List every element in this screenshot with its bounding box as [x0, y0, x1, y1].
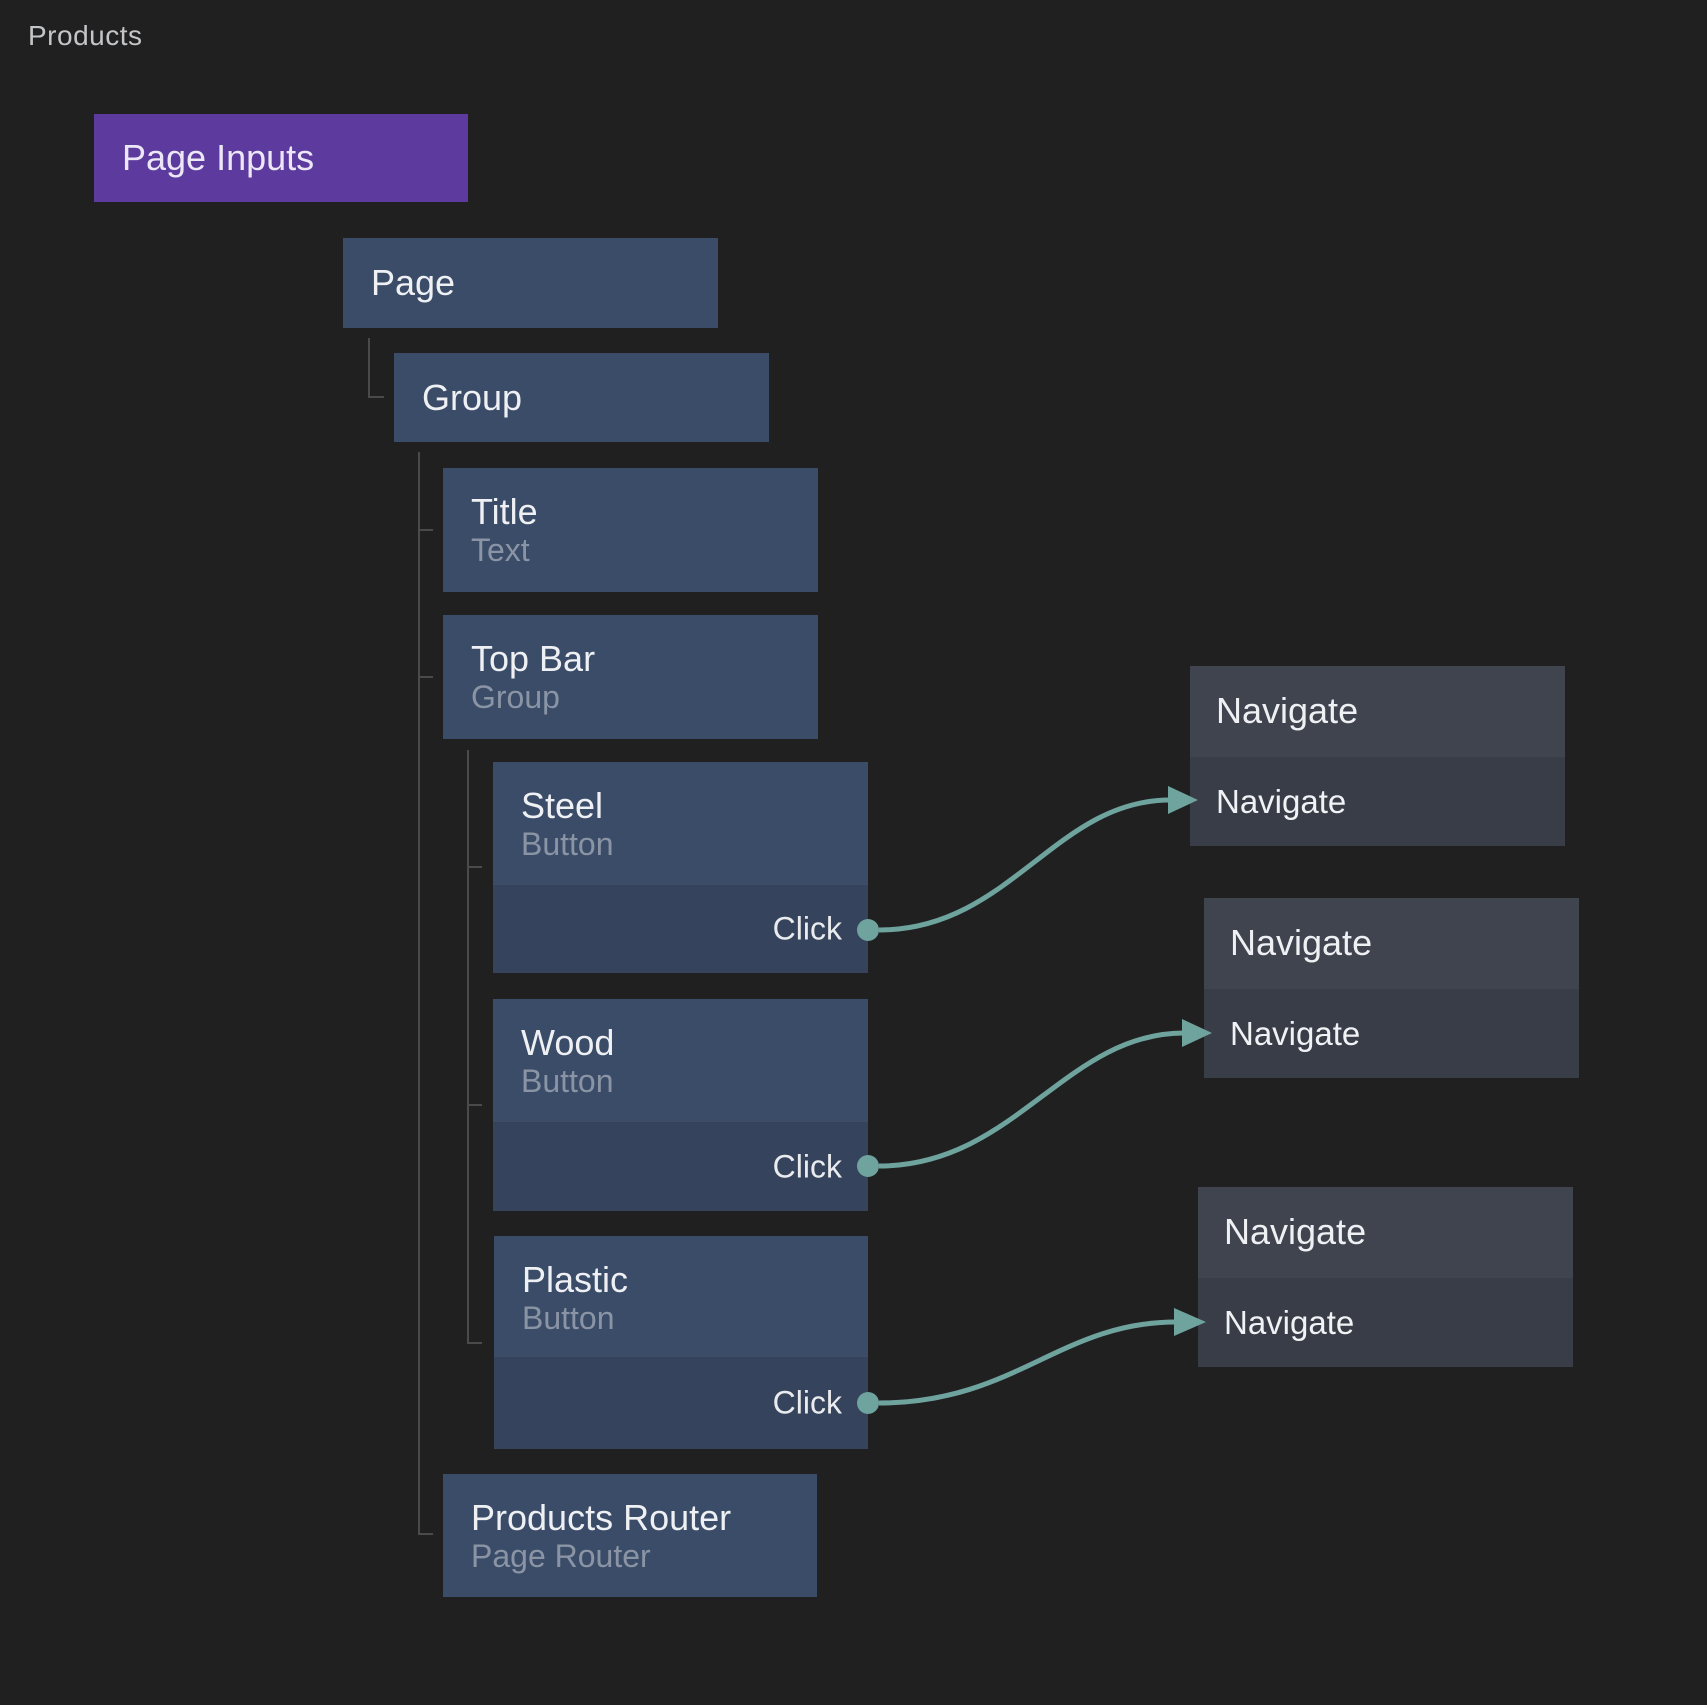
node-top-bar-type: Group	[471, 679, 560, 715]
node-steel-click-label: Click	[772, 910, 842, 947]
connection-curve-plastic-navigate	[878, 1319, 1177, 1406]
node-plastic-main: Plastic Button	[494, 1236, 868, 1356]
node-plastic[interactable]: Plastic Button Click	[494, 1236, 868, 1449]
node-wood-click-row[interactable]: Click	[493, 1121, 868, 1211]
node-products-router-label: Products Router	[471, 1497, 732, 1538]
node-top-bar[interactable]: Top Bar Group	[443, 615, 818, 739]
node-navigate-2-action[interactable]: Navigate	[1204, 988, 1579, 1078]
node-group[interactable]: Group	[394, 353, 769, 442]
node-navigate-2[interactable]: Navigate Navigate	[1204, 898, 1579, 1078]
node-products-router-type: Page Router	[471, 1538, 651, 1574]
node-group-label: Group	[422, 376, 523, 418]
node-steel-main: Steel Button	[493, 762, 868, 884]
node-page[interactable]: Page	[343, 238, 718, 328]
node-navigate-1-header: Navigate	[1190, 666, 1565, 756]
node-products-router-main: Products Router Page Router	[443, 1474, 817, 1575]
node-navigate-1[interactable]: Navigate Navigate	[1190, 666, 1565, 846]
node-page-inputs[interactable]: Page Inputs	[94, 114, 468, 202]
node-navigate-3-header: Navigate	[1198, 1187, 1573, 1277]
node-title[interactable]: Title Text	[443, 468, 818, 592]
node-navigate-1-action[interactable]: Navigate	[1190, 756, 1565, 846]
node-page-inputs-label: Page Inputs	[122, 137, 315, 178]
node-products-router[interactable]: Products Router Page Router	[443, 1474, 817, 1597]
tree-connector-group-children	[418, 452, 433, 1535]
node-title-main: Title Text	[443, 468, 818, 569]
node-navigate-2-header: Navigate	[1204, 898, 1579, 988]
tree-connector-topbar-children	[467, 750, 482, 1344]
node-title-label: Title	[471, 491, 538, 532]
node-top-bar-main: Top Bar Group	[443, 615, 818, 716]
node-wood-click-label: Click	[772, 1148, 842, 1184]
node-steel[interactable]: Steel Button Click	[493, 762, 868, 973]
connection-curve-wood-navigate	[878, 1030, 1185, 1169]
node-plastic-label: Plastic	[522, 1259, 629, 1300]
node-wood-label: Wood	[521, 1022, 615, 1063]
node-wood-type: Button	[521, 1063, 614, 1099]
node-title-type: Text	[471, 532, 530, 568]
node-page-label: Page	[371, 262, 456, 303]
node-wood[interactable]: Wood Button Click	[493, 999, 868, 1211]
node-plastic-click-row[interactable]: Click	[494, 1356, 868, 1449]
connection-curve-steel-navigate	[878, 797, 1171, 933]
node-steel-type: Button	[521, 826, 614, 862]
node-navigate-3-action[interactable]: Navigate	[1198, 1277, 1573, 1367]
node-steel-click-row[interactable]: Click	[493, 884, 868, 973]
node-steel-label: Steel	[521, 785, 604, 826]
tree-connector-page-group	[368, 338, 384, 398]
node-top-bar-label: Top Bar	[471, 638, 596, 679]
node-wood-main: Wood Button	[493, 999, 868, 1121]
node-navigate-3[interactable]: Navigate Navigate	[1198, 1187, 1573, 1367]
page-title: Products	[28, 20, 143, 51]
node-plastic-click-label: Click	[772, 1384, 842, 1421]
node-plastic-type: Button	[522, 1300, 615, 1336]
